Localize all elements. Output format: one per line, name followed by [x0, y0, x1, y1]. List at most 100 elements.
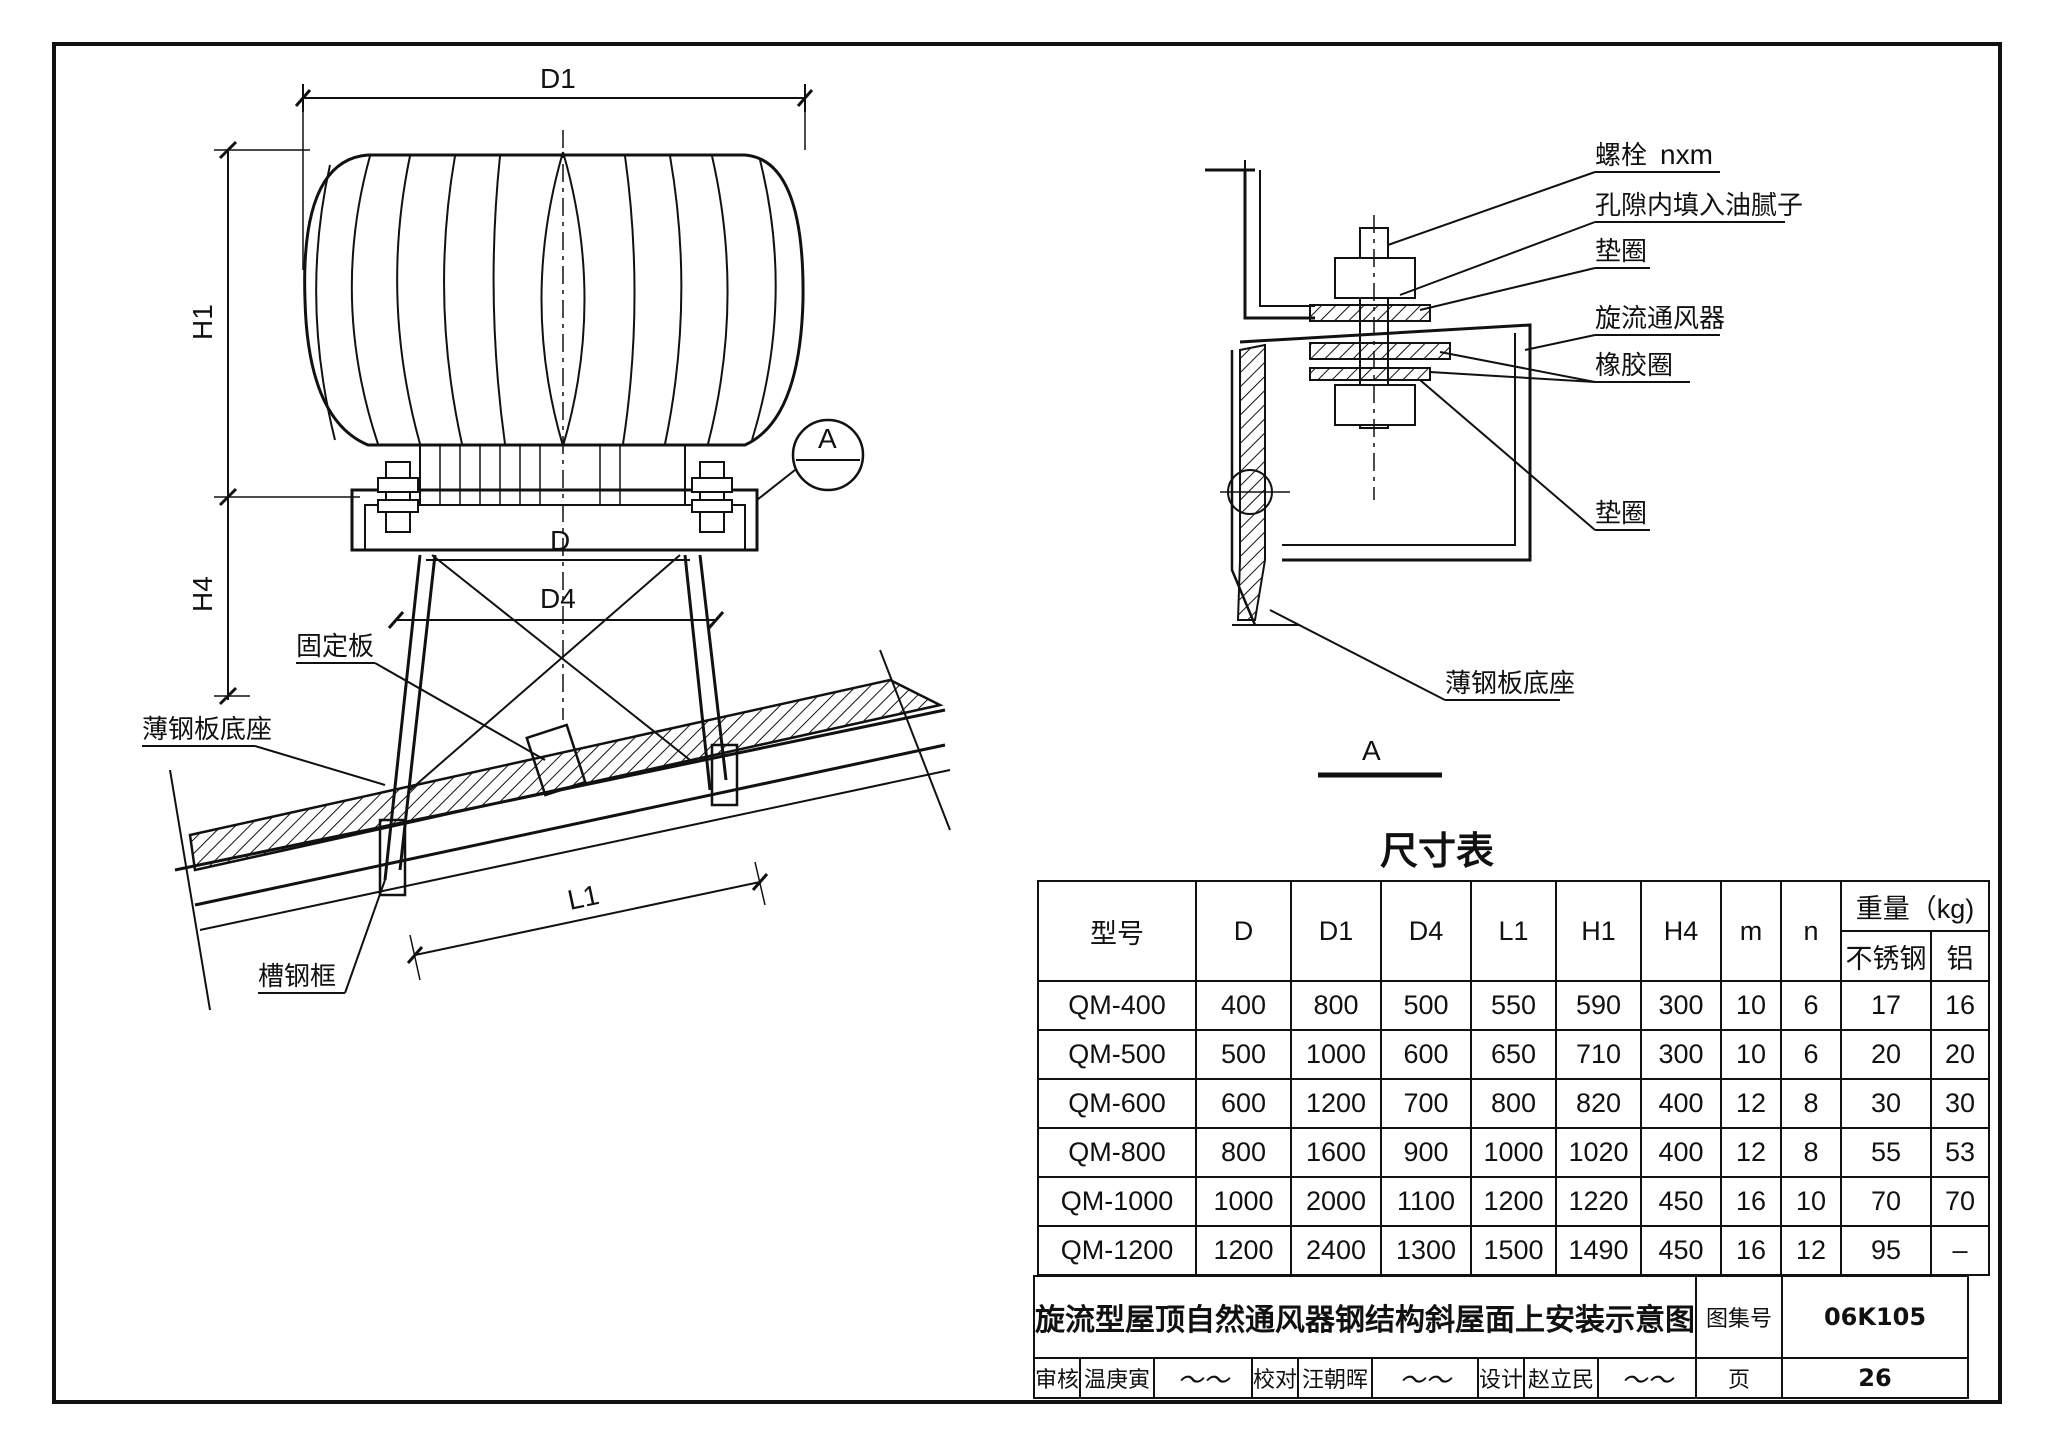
- title-block: 旋流型屋顶自然通风器钢结构斜屋面上安装示意图 图集号 06K105 审核 温庚寅…: [1033, 1275, 1969, 1399]
- check-signature: 〜〜: [1371, 1357, 1479, 1399]
- table-cell: 450: [1640, 1176, 1722, 1227]
- table-cell: 1490: [1555, 1225, 1642, 1276]
- detail-title: A: [1362, 735, 1381, 766]
- page-label: 页: [1695, 1357, 1783, 1399]
- drawing-title: 旋流型屋顶自然通风器钢结构斜屋面上安装示意图: [1033, 1275, 1697, 1359]
- table-cell: 12: [1780, 1225, 1842, 1276]
- table-cell: 500: [1380, 980, 1472, 1031]
- dim-d4-label: D4: [540, 583, 576, 614]
- label-detail-thin-steel-base: 薄钢板底座: [1445, 669, 1575, 699]
- dim-h1-label: H1: [187, 304, 218, 340]
- label-rubber-ring: 橡胶圈: [1595, 351, 1673, 381]
- table-cell: 500: [1195, 1029, 1292, 1080]
- table-cell: 8: [1780, 1078, 1842, 1129]
- table-cell: 6: [1780, 1029, 1842, 1080]
- table-cell: 70: [1930, 1176, 1990, 1227]
- atlas-number: 06K105: [1781, 1275, 1969, 1359]
- table-cell: 1200: [1195, 1225, 1292, 1276]
- table-cell: 2000: [1290, 1176, 1382, 1227]
- header-weight: 重量（kg): [1840, 880, 1990, 932]
- table-cell: 8: [1780, 1127, 1842, 1178]
- table-cell: QM-400: [1037, 980, 1197, 1031]
- table-cell: 300: [1640, 980, 1722, 1031]
- table-cell: 800: [1290, 980, 1382, 1031]
- review-signature: 〜〜: [1153, 1357, 1253, 1399]
- detail-washer: [1309, 304, 1431, 322]
- table-cell: 95: [1840, 1225, 1932, 1276]
- table-cell: 450: [1640, 1225, 1722, 1276]
- table-cell: 6: [1780, 980, 1842, 1031]
- dim-d-label: D: [550, 525, 570, 556]
- table-cell: 800: [1470, 1078, 1557, 1129]
- table-cell: 30: [1930, 1078, 1990, 1129]
- section-marker-label: A: [818, 423, 837, 454]
- table-cell: 17: [1840, 980, 1932, 1031]
- main-elevation: D1 H1 H4: [142, 63, 951, 1011]
- table-cell: 1600: [1290, 1127, 1382, 1178]
- header-aluminium: 铝: [1930, 930, 1990, 982]
- header-d4: D4: [1380, 880, 1472, 982]
- header-stainless: 不锈钢: [1840, 930, 1932, 982]
- table-cell: 1000: [1195, 1176, 1292, 1227]
- header-h1: H1: [1555, 880, 1642, 982]
- table-cell: QM-1200: [1037, 1225, 1197, 1276]
- label-bolt-spec: nxm: [1660, 139, 1713, 170]
- label-channel-frame: 槽钢框: [258, 962, 336, 992]
- table-cell: 53: [1930, 1127, 1990, 1178]
- table-cell: 30: [1840, 1078, 1932, 1129]
- review-label: 审核: [1033, 1357, 1081, 1399]
- table-cell: 1220: [1555, 1176, 1642, 1227]
- design-name: 赵立民: [1523, 1357, 1599, 1399]
- table-cell: 2400: [1290, 1225, 1382, 1276]
- table-cell: 10: [1780, 1176, 1842, 1227]
- table-cell: 700: [1380, 1078, 1472, 1129]
- table-cell: 55: [1840, 1127, 1932, 1178]
- table-cell: 20: [1930, 1029, 1990, 1080]
- label-washer-bottom: 垫圈: [1595, 499, 1647, 529]
- header-n: n: [1780, 880, 1842, 982]
- review-name: 温庚寅: [1079, 1357, 1155, 1399]
- table-cell: 900: [1380, 1127, 1472, 1178]
- header-model: 型号: [1037, 880, 1197, 982]
- bolt-right: [691, 461, 733, 533]
- label-bolt: 螺栓: [1595, 141, 1647, 171]
- table-cell: 70: [1840, 1176, 1932, 1227]
- table-cell: 12: [1720, 1078, 1782, 1129]
- table-cell: 1300: [1380, 1225, 1472, 1276]
- table-title: 尺寸表: [1380, 829, 1495, 873]
- section-marker-circle: [791, 418, 865, 492]
- detail-base-plate: [1236, 343, 1266, 621]
- table-cell: 590: [1555, 980, 1642, 1031]
- label-fixing-plate: 固定板: [296, 632, 374, 662]
- label-ventilator: 旋流通风器: [1595, 304, 1725, 334]
- dimension-table: 型号 D D1 D4 L1 H1 H4 m n 重量（kg) 不锈钢 铝 QM-…: [1037, 880, 1990, 1276]
- atlas-label: 图集号: [1695, 1275, 1783, 1359]
- turbine-head: [303, 153, 805, 447]
- table-cell: 710: [1555, 1029, 1642, 1080]
- table-cell: 550: [1470, 980, 1557, 1031]
- table-cell: 1000: [1470, 1127, 1557, 1178]
- table-cell: 820: [1555, 1078, 1642, 1129]
- table-cell: 650: [1470, 1029, 1557, 1080]
- header-l1: L1: [1470, 880, 1557, 982]
- table-cell: QM-600: [1037, 1078, 1197, 1129]
- table-cell: 400: [1195, 980, 1292, 1031]
- table-cell: 1200: [1470, 1176, 1557, 1227]
- roof-insulation: [188, 678, 944, 872]
- header-d1: D1: [1290, 880, 1382, 982]
- table-cell: QM-1000: [1037, 1176, 1197, 1227]
- table-cell: 16: [1930, 980, 1990, 1031]
- table-cell: 1200: [1290, 1078, 1382, 1129]
- table-cell: 1020: [1555, 1127, 1642, 1178]
- dim-l1-label: L1: [565, 879, 602, 916]
- label-thin-steel-base: 薄钢板底座: [142, 715, 272, 745]
- table-cell: 1000: [1290, 1029, 1382, 1080]
- check-label: 校对: [1251, 1357, 1299, 1399]
